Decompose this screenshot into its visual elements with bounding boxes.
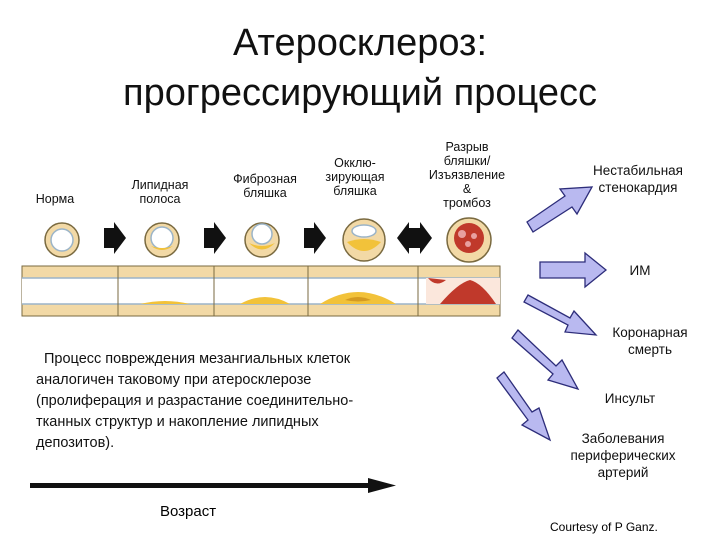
outcome-line: Нестабильная [592,163,683,178]
cross-section-occlusive-plaque [342,218,386,262]
stage-occlusive-line: зирующая [325,170,385,184]
image-credit: Courtesy of P Ganz. [550,520,658,534]
stage-label-occlusive-plaque: Окклю- зирующая бляшка [305,156,405,198]
outcome-mi: ИМ [600,262,680,279]
cross-section-lipid-streak [144,222,180,258]
outcome-line: ИМ [629,263,651,278]
stage-fibrous-line: бляшка [243,186,287,200]
outcome-line: смерть [628,342,672,357]
stage-lipid-line: полоса [139,192,181,206]
stage-rupture-line: & [462,182,472,196]
outcome-stroke: Инсульт [575,390,685,407]
body-text-line: тканных структур и накопление липидных [36,414,319,430]
outcome-line: Коронарная [612,325,688,340]
outcome-arrow-stroke [511,329,580,391]
outcome-arrow-pad [496,371,552,442]
stage-rupture-line: Изъязвление [428,168,506,182]
outcome-arrow-unstable-angina [526,186,594,233]
body-text-line: Процесс повреждения мезангиальных клеток [44,351,351,367]
outcome-arrow-mi [539,251,608,289]
progression-arrow [204,222,226,254]
stage-rupture-line: Разрыв [445,140,489,154]
body-text-line: аналогичен таковому при атеросклерозе [36,372,312,388]
outcome-line: стенокардия [598,180,678,195]
age-axis-label: Возраст [160,503,217,520]
stage-normal-line: Норма [35,192,75,206]
outcome-peripheral-artery-disease: Заболевания периферических артерий [548,430,698,481]
cross-section-plaque-rupture [446,217,492,263]
outcome-arrow-coronary-death [523,294,598,336]
stage-rupture-line: бляшки/ [443,154,491,168]
stage-label-fibrous-plaque: Фиброзная бляшка [215,172,315,200]
slide-title-line-1: Атеросклероз: [232,22,488,64]
cross-section-normal [44,222,80,258]
mesangial-injury-text: Процесс повреждения мезангиальных клеток… [36,349,468,454]
double-progression-arrow [397,222,432,254]
stage-label-normal: Норма [20,192,90,206]
stage-fibrous-line: Фиброзная [233,172,297,186]
progression-arrow [304,222,326,254]
outcome-line: Заболевания [581,431,665,446]
outcome-line: периферических [570,448,676,463]
outcome-unstable-angina: Нестабильная стенокардия [568,162,708,196]
outcome-coronary-death: Коронарная смерть [585,324,715,358]
progression-arrows [104,222,432,254]
stage-lipid-line: Липидная [131,178,189,192]
stage-rupture-line: тромбоз [443,196,491,210]
outcome-line: Инсульт [604,391,656,406]
cross-section-fibrous-plaque [244,222,280,258]
vessel-longitudinal [21,265,501,317]
stage-label-plaque-rupture: Разрыв бляшки/ Изъязвление & тромбоз [412,140,522,210]
outcome-arrows [496,186,608,442]
outcome-line: артерий [597,465,649,480]
slide-title-line-2: прогрессирующий процесс [123,72,597,114]
stage-occlusive-line: бляшка [333,184,377,198]
stage-label-lipid-streak: Липидная полоса [110,178,210,206]
progression-arrow [104,222,126,254]
age-timeline-arrow [30,478,396,493]
body-text-line: (пролиферация и разрастание соединительн… [36,393,354,409]
body-text-line: депозитов). [36,435,115,451]
stage-occlusive-line: Окклю- [334,156,376,170]
